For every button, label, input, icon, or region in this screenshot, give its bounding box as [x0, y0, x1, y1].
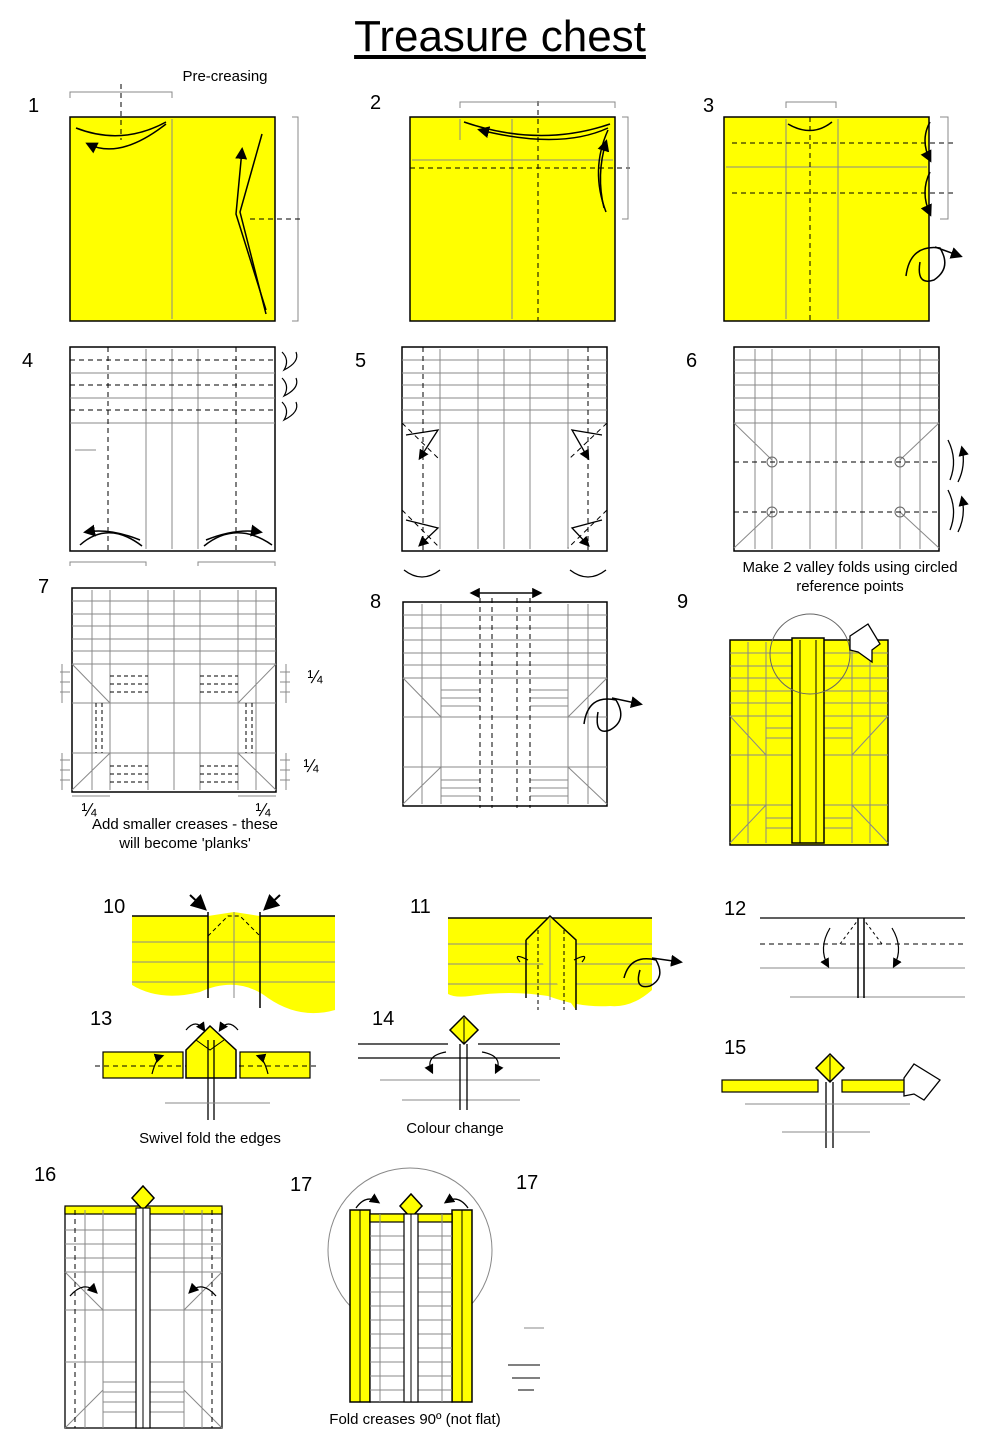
- step-number-9: 9: [677, 591, 689, 613]
- step-16-diagram: [64, 1184, 223, 1429]
- step-number-2: 2: [370, 92, 382, 114]
- step-number-3: 3: [703, 95, 715, 117]
- step-number-6: 6: [686, 350, 698, 372]
- step-6-diagram: [733, 346, 969, 552]
- step-10-diagram: [132, 893, 335, 1014]
- step-1-diagram: [69, 84, 304, 322]
- fraction-label: ¼: [307, 667, 323, 687]
- step-number-17b: 17: [516, 1172, 539, 1194]
- step-number-4: 4: [22, 350, 34, 372]
- step-15-diagram: [721, 1052, 941, 1148]
- step-number-7: 7: [38, 576, 50, 598]
- step-8-diagram: [402, 587, 643, 808]
- step-number-13: 13: [90, 1008, 113, 1030]
- step-number-17: 17: [290, 1174, 313, 1196]
- caption-step-13: Swivel fold the edges: [139, 1130, 281, 1147]
- step-4-diagram: [69, 346, 298, 566]
- step-13-diagram: [95, 1021, 320, 1120]
- caption-step-7: Add smaller creases - these will become …: [92, 816, 278, 852]
- step-number-10: 10: [103, 896, 126, 918]
- page-title: Treasure chest: [354, 12, 646, 61]
- step-12-diagram: [760, 917, 965, 998]
- caption-pre-creasing: Pre-creasing: [182, 68, 268, 85]
- step-11-diagram: [448, 914, 683, 1010]
- step-number-11: 11: [410, 896, 431, 918]
- step-number-14: 14: [372, 1008, 395, 1030]
- caption-step-14: Colour change: [406, 1120, 504, 1137]
- fraction-label: ¼: [255, 800, 271, 820]
- step-5-diagram: [401, 346, 608, 578]
- step-number-1: 1: [28, 95, 40, 117]
- step-number-12: 12: [724, 898, 747, 920]
- fraction-label: ¼: [81, 800, 97, 820]
- step-9-diagram: [729, 613, 889, 846]
- step-number-8: 8: [370, 591, 382, 613]
- step-3-diagram: [723, 101, 963, 322]
- step-2-diagram: [409, 101, 630, 322]
- step-17b-marks: [508, 1327, 544, 1391]
- caption-step-17: Fold creases 90º (not flat): [329, 1411, 501, 1428]
- step-number-15: 15: [724, 1037, 747, 1059]
- step-17-diagram: [327, 1167, 493, 1403]
- step-14-diagram: [358, 1014, 560, 1110]
- step-number-16: 16: [34, 1164, 57, 1186]
- step-number-5: 5: [355, 350, 367, 372]
- fraction-label: ¼: [303, 756, 319, 776]
- caption-step-6: Make 2 valley folds using circled refere…: [742, 559, 958, 595]
- step-7-diagram: [60, 587, 290, 797]
